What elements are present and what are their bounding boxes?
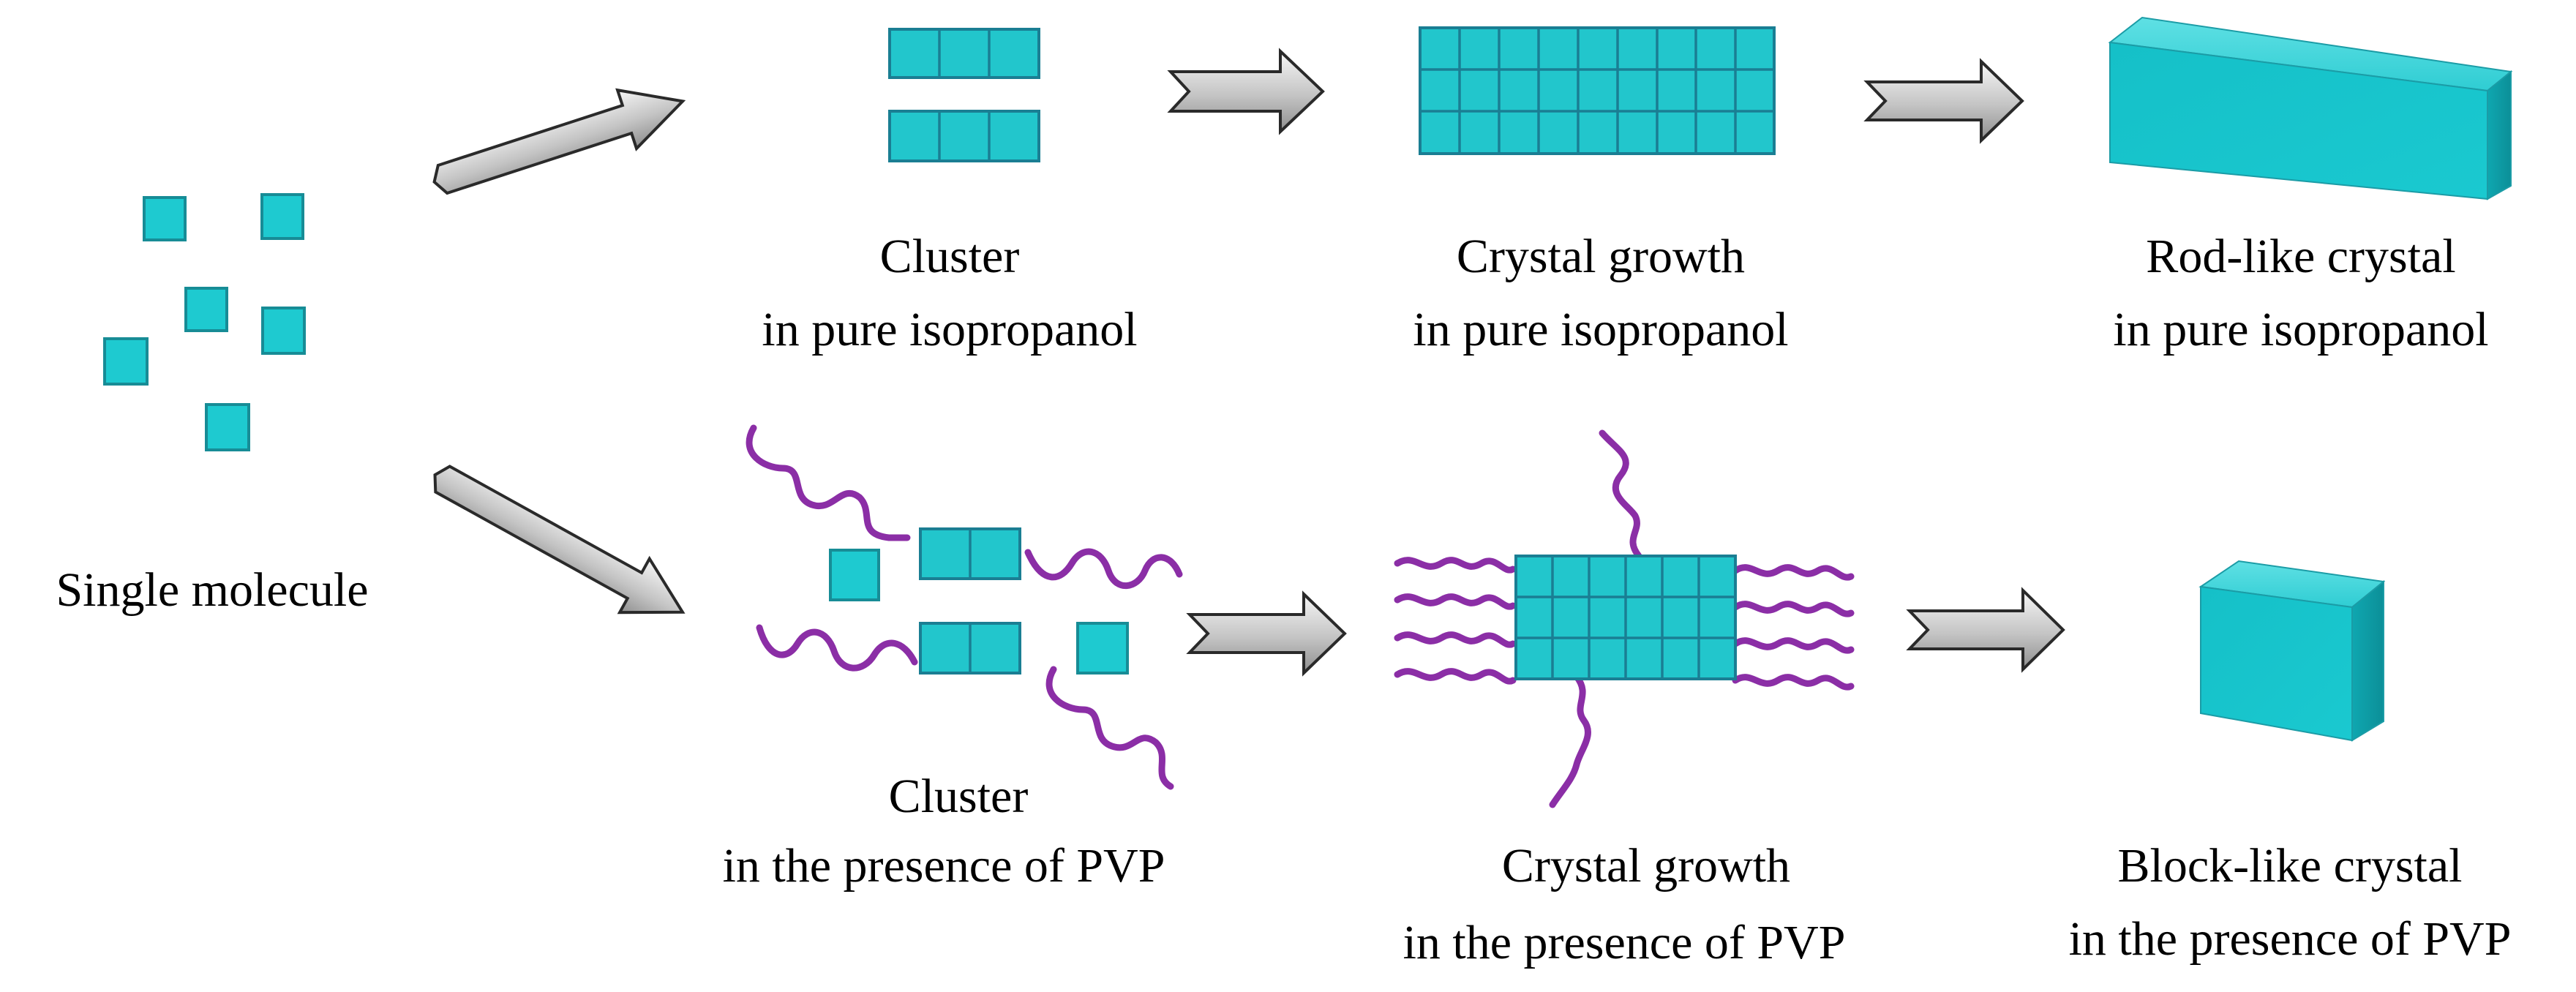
- rod-crystal: [2108, 16, 2513, 200]
- arrow-cluster-to-growth-pvp: [1186, 590, 1347, 677]
- growth-pvp-title: Crystal growth: [1502, 839, 1790, 893]
- block-subtitle: in the presence of PVP: [2069, 912, 2512, 966]
- arrow-to-cluster-pure: [432, 88, 686, 195]
- molecule: [184, 287, 228, 332]
- molecule: [260, 193, 304, 240]
- rod-subtitle: in pure isopropanol: [2113, 303, 2488, 356]
- growth-grid-pure: [1419, 26, 1776, 155]
- cluster-pure-subtitle: in pure isopropanol: [762, 303, 1137, 356]
- molecule: [205, 403, 250, 451]
- cluster-bar-bottom: [888, 110, 1040, 162]
- cluster-pvp-subtitle: in the presence of PVP: [723, 839, 1165, 893]
- molecule: [829, 549, 880, 601]
- growth-pvp-subtitle: in the presence of PVP: [1403, 916, 1846, 969]
- arrow-to-cluster-pvp: [433, 465, 686, 615]
- growth-pure-title: Crystal growth: [1457, 230, 1745, 283]
- block-title: Block-like crystal: [2117, 839, 2462, 893]
- arrow-growth-to-block: [1906, 587, 2065, 673]
- cluster-pure-title: Cluster: [880, 230, 1020, 283]
- molecule: [1076, 622, 1129, 675]
- cluster-pure: [888, 28, 1040, 162]
- molecule: [261, 307, 306, 355]
- arrow-cluster-to-growth-pure: [1167, 48, 1325, 135]
- rod-title: Rod-like crystal: [2146, 230, 2455, 283]
- growth-pure-subtitle: in pure isopropanol: [1413, 303, 1788, 356]
- molecule: [143, 196, 187, 241]
- single-molecule-label: Single molecule: [56, 563, 368, 617]
- block-crystal: [2198, 560, 2386, 742]
- cluster-bar-top: [888, 28, 1040, 79]
- pvp-chain: [746, 424, 911, 541]
- growth-grid-pvp: [1394, 429, 1855, 808]
- pvp-chain: [756, 624, 918, 672]
- molecule: [103, 337, 149, 386]
- cluster-pvp: [746, 424, 1183, 790]
- arrow-growth-to-rod: [1863, 58, 2024, 144]
- pvp-chain: [1024, 548, 1183, 590]
- pvp-chain: [1045, 666, 1174, 790]
- single-molecules: [103, 193, 306, 451]
- cluster-pvp-title: Cluster: [889, 770, 1029, 823]
